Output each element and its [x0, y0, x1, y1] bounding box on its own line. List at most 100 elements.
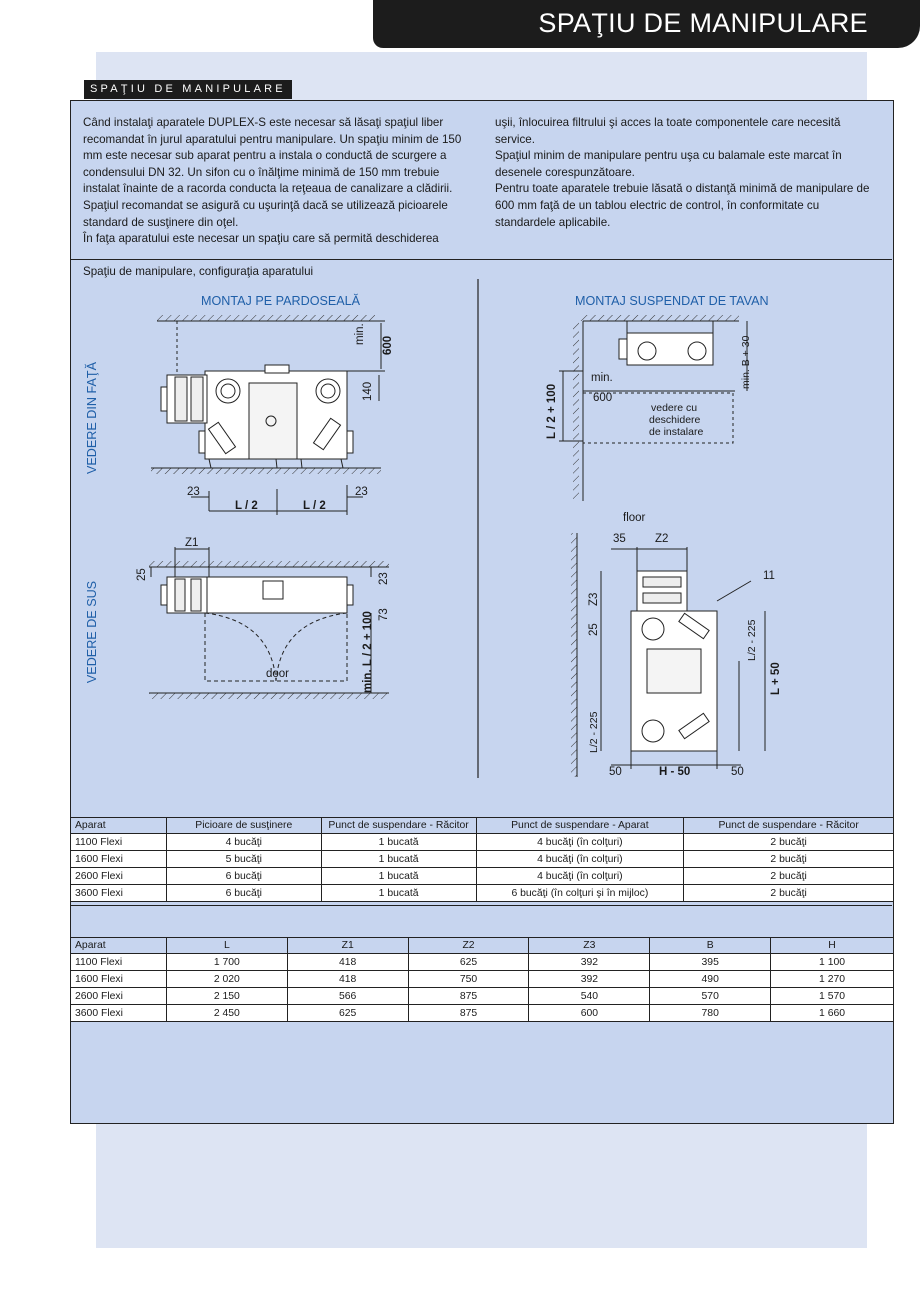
fan-wheel [641, 617, 665, 641]
table-cell: 750 [407, 970, 530, 988]
dim-label: 23 [355, 486, 368, 498]
dim-label: Z3 [588, 593, 600, 606]
table-header: H [770, 937, 894, 954]
section-tab: SPAŢIU DE MANIPULARE [84, 80, 292, 99]
table-cell: 1600 Flexi [70, 850, 167, 868]
table-cell: 2 020 [165, 970, 288, 988]
dim-label: L/2 - 225 [588, 711, 600, 753]
page-title: SPAŢIU DE MANIPULARE [538, 8, 868, 38]
dim-label: 600 [382, 336, 394, 355]
table-cell: 1 bucată [320, 833, 477, 851]
table-cell: 2 bucăţi [683, 850, 894, 868]
dim-label: 35 [613, 533, 626, 545]
dim-label: H - 50 [659, 766, 690, 778]
opening-label: de instalare [649, 426, 703, 438]
floor-hatch [151, 468, 381, 474]
table-header: B [649, 937, 772, 954]
table-cell: 2 150 [165, 987, 288, 1005]
filter-element [174, 376, 188, 422]
leg [208, 458, 212, 469]
opening-label: deschidere [649, 414, 701, 426]
table-row: 1100 Flexi 4 bucăţi 1 bucată 4 bucăţi (î… [70, 833, 894, 851]
dim-label: 140 [362, 382, 374, 401]
dim-label: min. [591, 372, 613, 384]
table-cell: 4 bucăţi (în colţuri) [475, 833, 685, 851]
unit-suspended [626, 332, 714, 366]
table-row: 2600 Flexi 2 150 566 875 540 570 1 570 [70, 987, 894, 1005]
intro-left-column: Când instalaţi aparatele DUPLEX-S este n… [83, 115, 475, 248]
duct-stub [160, 584, 168, 606]
table-cell: 1 bucată [320, 884, 477, 902]
ceiling-hatch [579, 315, 739, 321]
door-label: door [266, 668, 289, 680]
table-header: L [165, 937, 288, 954]
table-cell: 3600 Flexi [70, 1004, 167, 1022]
table-cell: 2600 Flexi [70, 867, 167, 885]
fan-wheel [641, 719, 665, 743]
table-cell: 1 570 [770, 987, 894, 1005]
filter-block [312, 417, 342, 451]
duct-stub [618, 338, 628, 360]
duct-connection [687, 341, 707, 361]
support-points-table: Aparat Picioare de susţinere Punct de su… [70, 817, 894, 902]
filter-element [642, 592, 682, 604]
filter-block [207, 421, 237, 455]
table-row: 1600 Flexi 5 bucăţi 1 bucată 4 bucăţi (î… [70, 850, 894, 868]
dim-label: 23 [187, 486, 200, 498]
table-cell: 875 [407, 987, 530, 1005]
table-cell: 570 [649, 987, 772, 1005]
floor-mount-title: MONTAJ PE PARDOSEALĂ [201, 294, 361, 308]
table-cell: 5 bucăţi [165, 850, 322, 868]
valve-symbol [265, 415, 277, 427]
table-cell: 6 bucăţi [165, 884, 322, 902]
table-cell: 1100 Flexi [70, 833, 167, 851]
fan-wheel [315, 378, 341, 404]
floor-label: floor [623, 512, 646, 524]
table-cell: 1 100 [770, 953, 894, 971]
table-header: Z2 [407, 937, 530, 954]
table-header: Aparat [70, 817, 167, 834]
leg [340, 458, 344, 469]
table-row: 1600 Flexi 2 020 418 750 392 490 1 270 [70, 970, 894, 988]
dim-label: 25 [136, 568, 148, 581]
intro-paragraph: În faţa aparatului este necesar un spaţi… [83, 232, 439, 246]
leader-line [716, 580, 752, 602]
filter-element [190, 578, 202, 612]
table-cell: 2 450 [165, 1004, 288, 1022]
table-header: Punct de suspendare - Răcitor [683, 817, 894, 834]
install-opening-area [582, 392, 734, 444]
table-header: Picioare de susţinere [165, 817, 322, 834]
dim-label: L + 50 [770, 662, 782, 695]
intro-right-column: uşii, înlocuirea filtrului şi acces la t… [495, 115, 880, 231]
page-title-bar: SPAŢIU DE MANIPULARE [373, 0, 920, 48]
table-cell: 4 bucăţi [165, 833, 322, 851]
dim-label: Z1 [185, 537, 198, 549]
diagram-dimension-labels: min. 600 140 23 23 L / 2 L / 2 Z1 25 23 … [136, 323, 782, 778]
table-cell: 875 [407, 1004, 530, 1022]
filter-element [642, 576, 682, 588]
table-cell: 4 bucăţi (în colţuri) [475, 867, 685, 885]
table-cell: 418 [286, 970, 409, 988]
table-row: 3600 Flexi 6 bucăţi 1 bucată 6 bucăţi (î… [70, 884, 894, 902]
table-cell: 625 [407, 953, 530, 971]
table-cell: 566 [286, 987, 409, 1005]
dim-label: 23 [378, 572, 390, 585]
intro-paragraph: Spaţiul minim de manipulare pentru uşa c… [495, 149, 842, 179]
dim-label: 50 [731, 766, 744, 778]
table-cell: 1 700 [165, 953, 288, 971]
leg [275, 458, 278, 469]
filter-element [174, 578, 186, 612]
control-box [264, 364, 290, 374]
intro-paragraph: Când instalaţi aparatele DUPLEX-S este n… [83, 116, 462, 229]
dim-label: Z2 [655, 533, 668, 545]
main-panel: Când instalaţi aparatele DUPLEX-S este n… [70, 100, 894, 1124]
table-cell: 2 bucăţi [683, 884, 894, 902]
table-cell: 625 [286, 1004, 409, 1022]
dim-label: 50 [609, 766, 622, 778]
duct-stub [346, 430, 354, 454]
table-cell: 1600 Flexi [70, 970, 167, 988]
wall-hatch [149, 693, 389, 699]
table-row: 1100 Flexi 1 700 418 625 392 395 1 100 [70, 953, 894, 971]
table-header: Z3 [528, 937, 651, 954]
table-spacer [71, 905, 892, 936]
